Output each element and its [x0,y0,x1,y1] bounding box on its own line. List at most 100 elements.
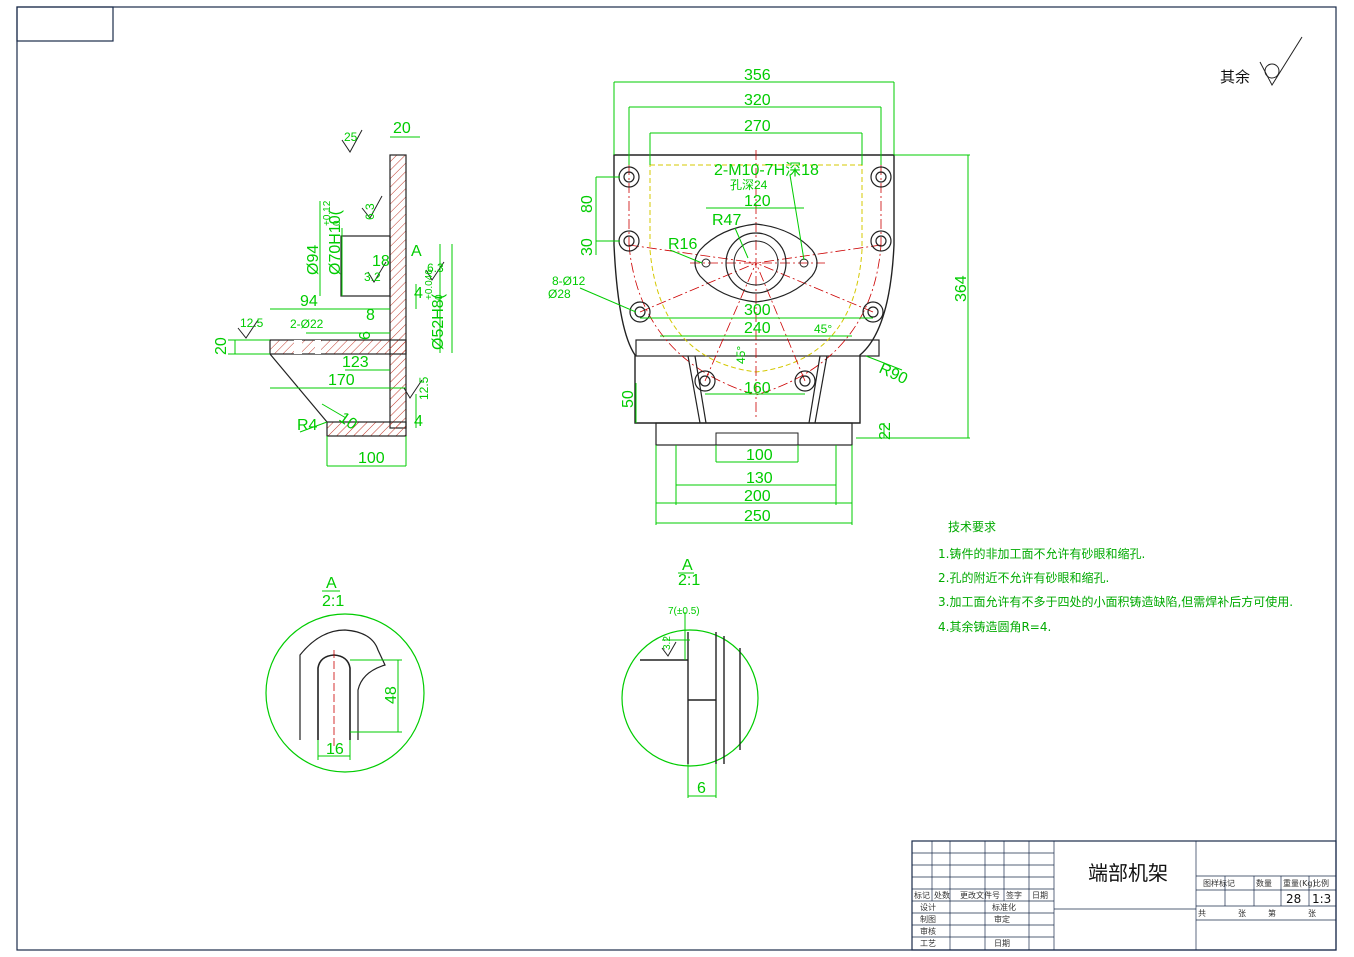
tb-check: 审核 [920,926,936,936]
side-dim-d70-tol-upper: +0.12 [322,200,333,226]
front-dim-cb: Ø28 [548,287,571,301]
side-dim-r4: R4 [297,417,318,434]
front-dim-356: 356 [744,67,771,84]
tb-row-date: 日期 [1032,891,1048,900]
front-dim-160: 160 [744,380,771,397]
side-dim-8: 8 [366,307,375,324]
detail-right-scale: 2:1 [678,572,700,589]
side-dim-d52: Ø52H8( [430,293,447,350]
front-dim-50: 50 [620,390,637,408]
side-base-flange [269,339,407,355]
tb-weight: 28 [1286,892,1301,906]
front-dim-holes8: 8-Ø12 [552,274,586,288]
side-rough-125a: 12.5 [240,316,264,330]
side-dim-d70-tol-lower: 0 [332,220,343,226]
central-bore [733,240,779,286]
side-dim-20-left: 20 [213,337,230,355]
side-rough-125b: 12.5 [417,376,431,400]
front-dim-hole-depth: 孔深24 [730,178,768,192]
front-rail [635,339,880,357]
tb-scale: 1:3 [1312,892,1331,906]
detail-a-left: A 2:1 48 16 [265,575,425,773]
front-view: 356 320 270 2-M10-7H深18 孔深24 120 R47 R16… [548,67,970,525]
front-dim-120: 120 [744,193,771,210]
tb-draw: 制图 [920,914,936,924]
front-dim-80: 80 [579,195,596,213]
tech-requirements: 技术要求 1.铸件的非加工面不允许有砂眼和缩孔. 2.孔的附近不允许有砂眼和缩孔… [938,520,1293,634]
tb-col-weight: 重量(Kg) [1283,878,1316,888]
detail-a-right: A 2:1 7(±0.5) 3.2 6 [621,557,759,798]
tb-sheet-unit1: 张 [1238,909,1246,918]
side-dim-100: 100 [358,450,385,467]
side-dim-6: 6 [357,331,374,340]
tb-col-qty: 数量 [1256,878,1272,888]
detail-right-rough: 3.2 [662,636,673,650]
detail-left-circle [265,613,425,773]
side-dim-94: 94 [300,293,318,310]
front-dim-300: 300 [744,302,771,319]
front-dim-30: 30 [579,238,596,256]
front-dim-r90: R90 [876,360,910,388]
detail-right-circle [621,629,759,767]
central-bore-outer [725,232,787,294]
front-dim-thread: 2-M10-7H深18 [714,161,819,179]
detail-right-tol: 7(±0.5) [668,606,700,617]
side-rough-63a: 6.3 [363,203,377,220]
side-dim-4: 4 [414,285,423,302]
side-rough-25: 25 [344,130,358,144]
tb-sheet-total: 共 [1198,909,1206,918]
finish-check-icon [1259,36,1303,87]
tech-req-item-3: 3.加工面允许有不多于四处的小面积铸造缺陷,但需焊补后方可使用. [938,594,1293,609]
front-dim-r16: R16 [668,236,697,253]
tb-col-marks: 图样标记 [1203,878,1235,888]
tb-row-mark: 标记 [914,890,930,900]
side-dim-d70: Ø70H10( [327,209,344,275]
side-rough-32: 3.2 [364,270,381,284]
drawing-name: 端部机架 [1088,861,1168,885]
side-boss [340,235,391,297]
tb-design: 设计 [920,902,936,912]
tb-row-doc: 更改文件号 [960,890,1000,900]
tech-req-title: 技术要求 [948,520,996,534]
corner-box [16,6,114,42]
front-dim-45a: 45° [814,322,832,336]
front-dim-r47: R47 [712,212,741,229]
tb-row-count: 处数 [934,890,950,900]
front-dim-364: 364 [953,275,970,302]
tb-date: 日期 [994,939,1010,948]
side-dim-20: 20 [393,120,411,137]
side-view: 20 25 6.3 3.2 6.3 12.5 12.5 Ø94 Ø70H10( … [213,120,453,467]
side-foot [326,421,407,437]
tech-req-item-2: 2.孔的附近不允许有砂眼和缩孔. [938,570,1109,585]
front-dim-250: 250 [744,508,771,525]
title-block: 端部机架 图样标记 数量 重量(Kg) 比例 28 1:3 共 张 第 张 标记… [911,840,1337,951]
side-section-mark: A [411,243,422,260]
front-dim-200: 200 [744,488,771,505]
side-rough-63b: 6.3 [427,261,444,275]
tech-req-item-1: 1.铸件的非加工面不允许有砂眼和缩孔. [938,546,1145,561]
detail-left-scale: 2:1 [322,593,344,610]
front-dim-45b: 45° [734,346,748,364]
tb-standard: 标准化 [992,902,1016,912]
front-base [655,422,853,446]
side-dim-d94: Ø94 [305,245,322,275]
tb-col-scale: 比例 [1313,878,1329,888]
side-dim-123: 123 [342,354,369,371]
front-dim-270: 270 [744,118,771,135]
side-dim-18: 18 [372,253,390,270]
tech-req-item-4: 4.其余铸造圆角R=4. [938,619,1051,634]
side-dim-4b: 4 [414,413,423,430]
tb-process: 工艺 [920,939,936,948]
front-dim-22: 22 [877,422,894,440]
front-dim-240: 240 [744,320,771,337]
front-dim-100: 100 [746,447,773,464]
detail-left-dim-48: 48 [383,686,400,704]
detail-left-label: A [326,575,337,592]
central-flange [694,223,818,303]
tb-sheet-unit2: 张 [1308,909,1316,918]
tb-row-sign: 签字 [1006,890,1022,900]
outer-frame [16,6,1337,951]
tb-sheet-no: 第 [1268,908,1276,918]
tb-approve: 审定 [994,914,1010,924]
surface-finish-label: 其余 [1220,68,1250,86]
